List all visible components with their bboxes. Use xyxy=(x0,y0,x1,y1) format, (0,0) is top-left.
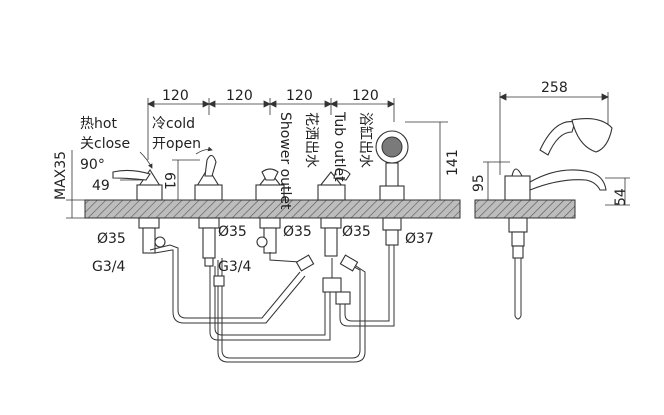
shower-outlet-cn: 花洒出水 xyxy=(303,112,319,168)
open-label: 开open xyxy=(152,136,201,152)
spacing-dim-4: 120 xyxy=(352,88,379,104)
spacing-dim-1: 120 xyxy=(162,88,189,104)
dia-label-3: Ø35 xyxy=(283,224,312,240)
deck-side xyxy=(474,199,576,219)
thread-label-1: G3/4 xyxy=(92,259,126,275)
side-width-dim: 258 xyxy=(541,80,568,96)
hose-connectors xyxy=(213,254,359,305)
close-label: 关close xyxy=(80,136,131,152)
valve-tub xyxy=(317,168,351,257)
dimension-141 xyxy=(405,121,448,201)
spacing-dim-2: 120 xyxy=(226,88,253,104)
cold-label: 冷cold xyxy=(152,116,196,132)
hot-label: 热hot xyxy=(80,116,117,132)
dia-label-2: Ø35 xyxy=(218,224,247,240)
dim-61: 61 xyxy=(161,172,177,190)
hand-shower xyxy=(375,130,409,246)
dia-label-5: Ø37 xyxy=(405,231,434,247)
hose-lines xyxy=(149,244,395,363)
side-spout xyxy=(504,118,613,320)
max35-label: MAX35 xyxy=(53,150,69,200)
tub-outlet-cn: 浴缸出水 xyxy=(357,112,373,168)
dia-label-1: Ø35 xyxy=(97,231,126,247)
dim-141: 141 xyxy=(445,149,461,176)
side-height-dim: 95 xyxy=(471,174,487,192)
valve-diverter xyxy=(255,168,285,254)
max35-dimension xyxy=(66,150,86,219)
spacing-dimension xyxy=(147,98,395,160)
valve-cold xyxy=(194,154,223,267)
side-spout-dim: 54 xyxy=(613,188,629,206)
valve-hot xyxy=(112,168,166,254)
spacing-dim-3: 120 xyxy=(286,88,313,104)
dia-label-4: Ø35 xyxy=(342,224,371,240)
dim-49: 49 xyxy=(92,178,110,194)
rotation-arrows xyxy=(139,146,213,169)
angle-label: 90° xyxy=(80,157,105,173)
shower-outlet-en: Shower outlet xyxy=(277,112,293,210)
tub-outlet-en: Tub outlet xyxy=(331,112,347,182)
thread-label-2: G3/4 xyxy=(218,259,252,275)
deck-front xyxy=(84,199,461,219)
